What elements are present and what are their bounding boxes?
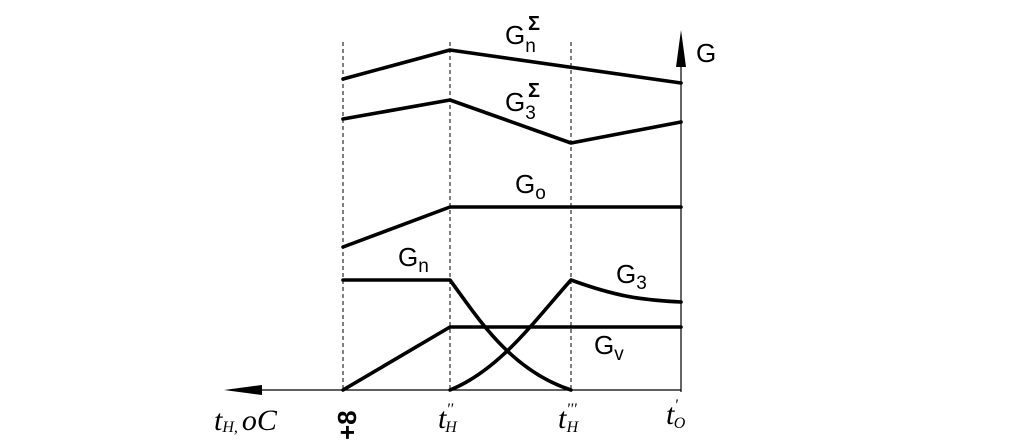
x-axis-arrow-icon — [224, 385, 262, 395]
svg-text:Σ: Σ — [528, 80, 540, 102]
y-axis-arrow-icon — [676, 30, 686, 67]
tick-label-t-h2: t''H — [438, 401, 458, 436]
label-g-o: Go — [515, 169, 546, 204]
x-axis-main-label: tH,oC — [214, 404, 278, 437]
label-g-v: Gv — [594, 330, 624, 365]
tick-label-t-o: t'O — [666, 397, 686, 432]
svg-text:Gn: Gn — [398, 242, 429, 277]
curve-g-n — [341, 278, 573, 392]
label-g-n: Gn — [398, 242, 429, 277]
svg-text:Go: Go — [515, 169, 546, 204]
label-g-3: G3 — [616, 259, 647, 294]
tick-label-t-h3: t'''H — [558, 401, 580, 436]
curve-g-3-sum — [341, 98, 683, 145]
svg-text:Gn: Gn — [505, 20, 536, 57]
svg-text:Gv: Gv — [594, 330, 624, 365]
svg-text:Σ: Σ — [528, 13, 540, 35]
label-g-n-sum: Gn Σ — [505, 13, 540, 57]
svg-text:t'''H: t'''H — [558, 401, 580, 436]
svg-text:t''H: t''H — [438, 401, 458, 436]
y-axis-label: G — [696, 38, 716, 68]
svg-text:t'O: t'O — [666, 397, 686, 432]
tick-label-plus8: +8 — [332, 410, 362, 440]
curve-g-v — [341, 325, 683, 392]
label-g-3-sum: G3 Σ — [505, 80, 540, 124]
curve-g-n-sum — [341, 48, 683, 85]
curve-g-3 — [448, 278, 683, 392]
curve-g-o — [341, 205, 683, 249]
svg-text:G3: G3 — [616, 259, 647, 294]
svg-text:G3: G3 — [505, 87, 536, 124]
svg-text:tH,oC: tH,oC — [214, 404, 278, 437]
